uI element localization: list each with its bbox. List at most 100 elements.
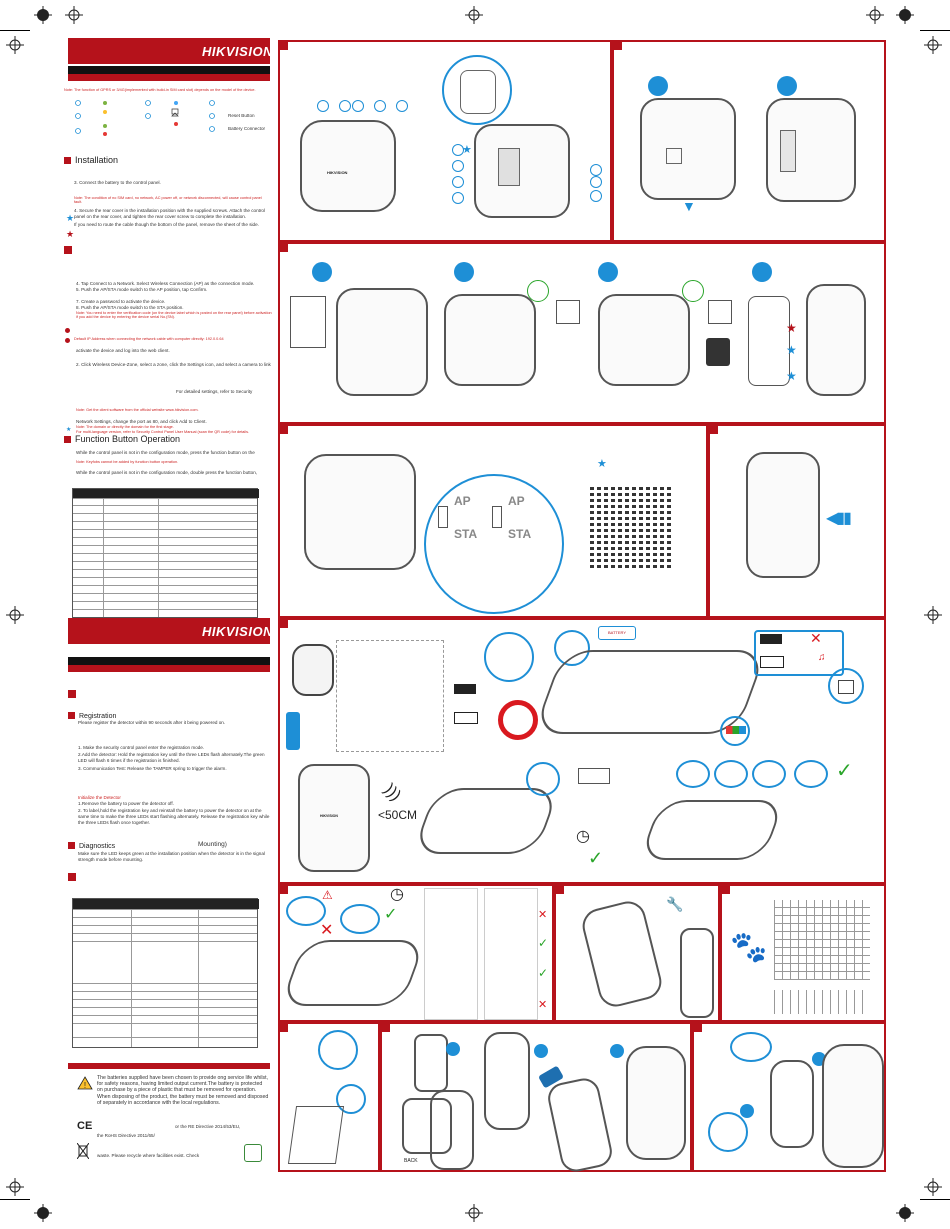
create-password-step: 7. Create a password to activate the dev… [76, 299, 166, 304]
check-icon: ✓ [384, 906, 398, 923]
check-icon: ✓ [588, 848, 604, 868]
battery-connector-label: Battery Connector [228, 126, 266, 131]
switch-zoom-circle [424, 474, 564, 614]
device-brand: HIKVISION [327, 170, 348, 175]
detector-rear [770, 1060, 814, 1148]
trim-line [0, 1199, 30, 1200]
cross-icon: ✕ [810, 630, 822, 646]
power-socket [708, 300, 732, 324]
step-marker-4 [752, 262, 772, 282]
detector-front [626, 1046, 686, 1160]
section-marker [64, 246, 72, 254]
panel-mounting [554, 884, 720, 1022]
callout-5 [396, 100, 408, 112]
lan-port [556, 300, 580, 324]
tap-connect-step: 4. Tap Connect to a Network. Select Wire… [76, 281, 255, 286]
zoom-circle [714, 760, 748, 788]
panel-side-view [806, 284, 866, 396]
check-icon: ✓ [538, 936, 549, 950]
step-marker-2 [534, 1044, 548, 1058]
detector-front [822, 1044, 884, 1168]
panel-lan-view [444, 294, 536, 386]
note-led-fault: Note: The condition of no SIM card, no n… [74, 196, 262, 204]
note-get-software: Note: Get the client software from the o… [76, 408, 199, 412]
zoom-circle [554, 630, 590, 666]
battery-slot [666, 148, 682, 164]
check-icon: ✓ [538, 966, 549, 980]
note-language: For multi-language version, refer to Sec… [76, 430, 250, 434]
trim-line [920, 1199, 950, 1200]
blue-star-icon: ★ [66, 427, 72, 433]
arrow-down-icon: ▼ [682, 198, 696, 214]
bracket-back [402, 1098, 452, 1154]
initialize-step-2: 2. To label,hold the registration key an… [78, 808, 270, 825]
crosshair-icon [6, 36, 24, 54]
push-sta-step: 8. Push the AP/STA mode switch to the ST… [76, 305, 184, 310]
tamper-button [838, 680, 854, 694]
blue-star-icon: ★ [597, 458, 607, 470]
installation-heading: Installation [64, 155, 118, 165]
cross-icon: ✕ [320, 922, 334, 939]
brand-logo: HIKVISION [202, 624, 273, 639]
step-marker-1 [648, 76, 668, 96]
paw-icon: 🐾 [730, 931, 768, 964]
callout-8 [452, 176, 464, 188]
section-marker [68, 873, 76, 881]
registration-mark-icon [34, 6, 52, 24]
bullet-dot [65, 328, 70, 333]
zoom-circle [340, 904, 380, 934]
registration-step-3: 3. Communication Test: Release the TAMPE… [78, 766, 227, 771]
note-domain: Note: The domain or directly the domain … [76, 425, 174, 429]
callout-1 [317, 100, 329, 112]
switch-legend-box [754, 630, 844, 676]
dip-switch [760, 656, 784, 668]
diagnostics-heading: Diagnostics [68, 841, 115, 850]
registration-mark-icon [896, 6, 914, 24]
step-marker-4 [610, 1044, 624, 1058]
panel-front-view [746, 452, 820, 578]
red-star-icon: ★ [66, 229, 75, 239]
panel-power-view [598, 294, 690, 386]
callout-7 [452, 160, 464, 172]
function-text-2: While the control panel is not in the co… [76, 470, 258, 475]
step-marker-1 [312, 262, 332, 282]
zoom-circle [730, 1032, 772, 1062]
callout-3 [352, 100, 364, 112]
timer-icon: ◷ [576, 828, 590, 845]
network-settings-text: Network Settings, change the port as 80,… [76, 419, 207, 424]
diagnostics-text: Make sure the LED keeps green at the ins… [78, 851, 265, 862]
zoom-circle [828, 668, 864, 704]
mode-switch[interactable] [438, 506, 448, 528]
registration-step-2: 2.Add the detector: Hold the registratio… [78, 752, 265, 763]
crosshair-icon [866, 6, 884, 24]
warning-red-bar [68, 1063, 270, 1069]
blue-star-icon: ★ [786, 369, 797, 383]
warning-icon: ⚠ [322, 888, 333, 902]
crosshair-icon [924, 606, 942, 624]
callout-6 [452, 144, 464, 156]
battery-warning-text: The batteries supplied have been chosen … [97, 1075, 269, 1106]
callout-10 [590, 164, 602, 176]
sta-label: STA [454, 527, 478, 541]
distance-label: <50CM [378, 808, 418, 822]
zoom-circle [752, 760, 786, 788]
brand-logo: HIKVISION [202, 44, 273, 59]
registration-mark-icon [34, 1204, 52, 1222]
screwdriver-icon [286, 712, 300, 750]
coverage-grid [774, 990, 870, 1014]
callout-12 [590, 190, 602, 202]
callout-4 [374, 100, 386, 112]
back-label: BACK [404, 1158, 418, 1164]
crosshair-icon [465, 1204, 483, 1222]
zoom-circle [318, 1030, 358, 1070]
led-strip [726, 726, 746, 734]
battery-compartment [498, 148, 520, 186]
activate-web-text: activate the device and log into the web… [76, 348, 170, 353]
bracket-view [414, 1034, 448, 1092]
registration-text: Please register the detector within 90 s… [78, 720, 226, 725]
crosshair-icon [465, 6, 483, 24]
mode-switch[interactable] [492, 506, 502, 528]
panel-battery-view [766, 98, 856, 202]
section-marker [68, 690, 76, 698]
registration-step-1: 1. Make the security control panel enter… [78, 745, 205, 750]
